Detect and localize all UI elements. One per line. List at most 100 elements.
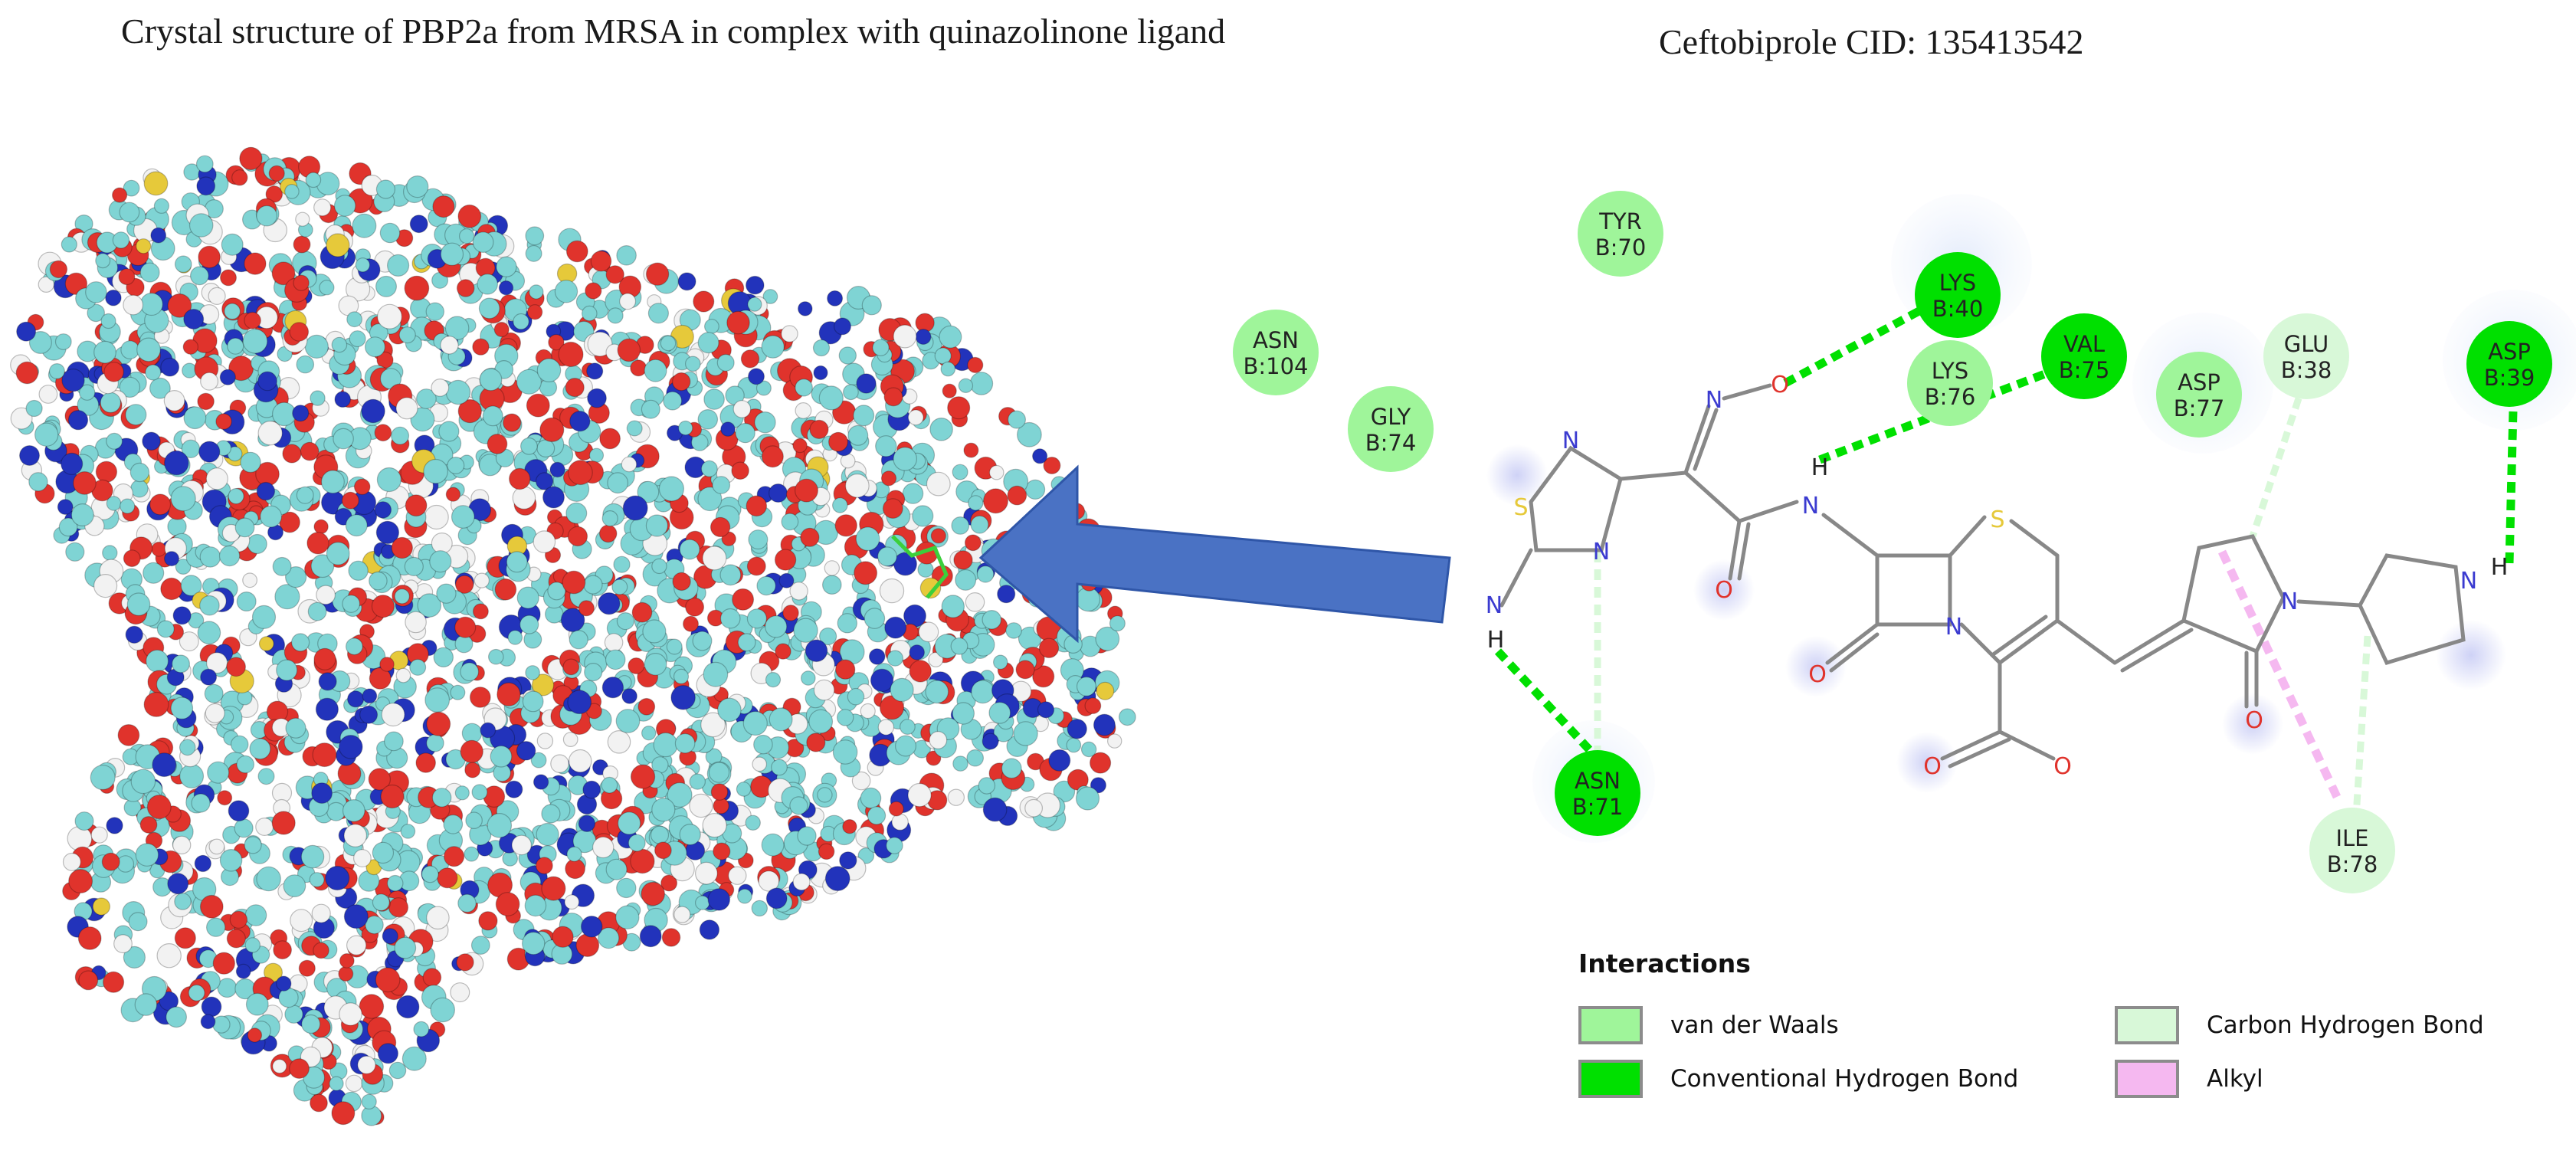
protein-atom (864, 608, 886, 629)
protein-atom (103, 971, 125, 993)
protein-atom (276, 975, 292, 991)
protein-atom (257, 371, 277, 392)
protein-atom (522, 690, 544, 713)
protein-atom (621, 456, 637, 473)
protein-atom (93, 340, 116, 364)
protein-atom (746, 608, 768, 629)
protein-atom (271, 261, 296, 286)
protein-atom (952, 702, 975, 725)
protein-atom (197, 621, 221, 644)
protein-atom (506, 551, 528, 573)
protein-atom (684, 356, 701, 372)
protein-atom (346, 311, 363, 328)
protein-atom (587, 388, 607, 408)
protein-atom (1001, 758, 1022, 779)
protein-atom (312, 742, 337, 768)
protein-atom (139, 262, 160, 283)
protein-atom (164, 551, 180, 567)
protein-atom (860, 787, 882, 809)
protein-atom (832, 739, 858, 765)
protein-atom (15, 361, 39, 385)
protein-atom (654, 841, 672, 860)
protein-atom (490, 745, 513, 768)
protein-atom (182, 339, 198, 355)
residue-disc (1907, 340, 1993, 426)
protein-atom (679, 539, 700, 560)
protein-atom (853, 405, 875, 427)
protein-atom (582, 780, 601, 799)
protein-atom (119, 376, 141, 398)
protein-atom (550, 754, 569, 773)
protein-atom (236, 755, 254, 774)
protein-atom (746, 495, 768, 517)
protein-atom (126, 592, 151, 616)
protein-atom (87, 303, 105, 323)
legend-swatch-conv-hbond (1578, 1060, 1643, 1098)
protein-atom (818, 627, 837, 646)
protein-atom (149, 377, 171, 399)
protein-atom (888, 801, 904, 817)
hbond-asn71 (1494, 648, 1601, 762)
protein-atom (857, 847, 875, 864)
protein-atom (564, 894, 580, 910)
protein-atom (230, 735, 249, 754)
protein-atom (493, 322, 510, 338)
protein-atom (310, 1093, 328, 1113)
residue-id: B:70 (1595, 234, 1647, 261)
protein-atom (942, 383, 957, 398)
protein-atom (424, 504, 449, 530)
protein-atom (244, 904, 267, 926)
protein-atom (175, 559, 192, 575)
protein-atom (909, 660, 932, 683)
protein-atom (585, 282, 602, 300)
protein-atom (952, 464, 968, 480)
atom-carboxyl-o1: O (1923, 753, 1942, 780)
protein-atom (839, 851, 857, 870)
protein-atom (505, 780, 523, 798)
protein-atom (200, 1014, 216, 1030)
protein-atom (487, 434, 508, 454)
protein-atom (947, 396, 971, 420)
protein-atom (10, 407, 33, 430)
atom-oxime-n: N (1706, 387, 1722, 414)
protein-atom (198, 245, 221, 269)
protein-atom (236, 591, 257, 611)
protein-atom (1016, 421, 1042, 447)
protein-atom (592, 836, 615, 859)
protein-atom (808, 709, 834, 734)
ligand-bonds (1499, 383, 2466, 769)
protein-atom (872, 339, 890, 356)
protein-atom (188, 213, 214, 238)
atom-halos (1486, 444, 2506, 793)
protein-atom (391, 426, 410, 445)
protein-atom (92, 897, 111, 916)
protein-atoms (10, 146, 1136, 1126)
protein-atom (615, 709, 641, 733)
protein-atom (834, 659, 856, 680)
atom-amide-h: H (1811, 454, 1829, 481)
protein-atom (72, 471, 97, 495)
protein-atom (342, 595, 361, 613)
protein-atom (377, 303, 403, 329)
protein-atom (249, 738, 271, 760)
protein-atom (1090, 777, 1107, 794)
protein-atom (472, 603, 489, 620)
protein-atom (425, 302, 445, 321)
protein-atom (112, 231, 130, 249)
protein-atom (205, 467, 228, 490)
protein-atom (470, 936, 490, 955)
protein-atom (450, 684, 466, 700)
ligand-atoms: S N N N H N O O N H O N S O O N O N H (1486, 372, 2509, 780)
protein-atom (847, 687, 865, 706)
protein-atom (1053, 780, 1076, 803)
residue-disc (2041, 313, 2127, 399)
protein-atom (196, 176, 216, 196)
protein-atom (752, 756, 767, 772)
protein-atom (146, 649, 169, 673)
protein-atom (703, 661, 729, 687)
protein-atom (272, 1058, 287, 1074)
residue-id: B:74 (1365, 430, 1417, 456)
